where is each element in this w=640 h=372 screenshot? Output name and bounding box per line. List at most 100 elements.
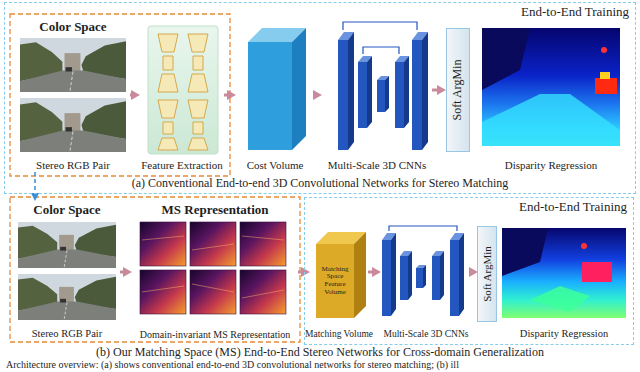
box-text: Matching Space Feature Volume <box>316 266 354 297</box>
cost-volume-cube <box>292 28 306 150</box>
training-region: End-to-End TrainingMatching Space Featur… <box>305 198 633 344</box>
cnn-blocks <box>391 233 396 316</box>
box-text: Color Space <box>39 20 106 35</box>
input-group-frame <box>10 14 230 176</box>
cnn-blocks <box>338 22 428 150</box>
block-label: Disparity Regression <box>505 159 598 172</box>
flow-arrow <box>432 89 440 92</box>
cnn-blocks <box>377 80 385 112</box>
flow-arrow <box>120 271 126 274</box>
stereo-images <box>18 274 116 320</box>
matching-volume-cube <box>316 244 354 318</box>
feature-extractor <box>148 26 218 154</box>
block-label: Multi-Scale 3D CNNs <box>384 329 469 340</box>
box-text: Color Space <box>33 203 100 218</box>
block-label: Disparity Regression <box>520 328 608 340</box>
feature-extractor <box>158 100 178 118</box>
feature-extractor <box>158 34 178 52</box>
feature-extractor <box>193 56 203 70</box>
cnn-blocks <box>422 32 428 150</box>
block-label: Domain-invariant MS Representation <box>140 329 291 341</box>
disparity-map <box>502 228 548 276</box>
matching-volume-cube <box>354 232 366 318</box>
ms-representation-maps <box>240 222 286 266</box>
cnn-blocks <box>382 226 464 316</box>
ms-representation-maps <box>142 236 284 298</box>
matching-volume-cube <box>316 232 366 318</box>
ms-representation-maps <box>140 222 286 314</box>
disparity-map <box>482 28 620 146</box>
block-label: Feature Extraction <box>141 159 223 172</box>
input-group-frame <box>10 197 300 342</box>
cnn-blocks <box>348 32 354 150</box>
color-space-panel: Color SpaceStereo RGB Pair <box>16 18 130 172</box>
feature-extractor <box>193 122 203 134</box>
matching-volume-block: Matching Space Feature VolumeMatching Vo… <box>310 226 368 340</box>
disparity-map <box>482 28 620 146</box>
disparity-map <box>530 286 590 312</box>
ms-representation-maps <box>242 236 284 240</box>
stereo-images <box>18 222 116 268</box>
flow-arrow <box>130 94 134 97</box>
feature-extractor <box>163 122 173 134</box>
region-title: End-to-End Training <box>521 5 629 20</box>
cnn-blocks <box>395 62 404 128</box>
ms-representation-panel: MS RepresentationDomain-invariant MS Rep… <box>132 201 298 340</box>
disparity-map <box>601 47 607 53</box>
block-label: Multi-Scale 3D CNNs <box>328 159 426 172</box>
ms-representation-maps <box>140 222 186 266</box>
disparity-map <box>581 243 587 249</box>
cnn-blocks <box>404 56 409 128</box>
flow-arrow <box>314 94 316 97</box>
ms-representation-maps <box>140 270 186 314</box>
flow-arrow <box>224 94 230 97</box>
stereo-images <box>20 98 126 152</box>
ms-representation-maps <box>190 270 236 314</box>
ms-representation-maps <box>192 244 234 250</box>
flow-arrow <box>298 271 304 274</box>
cnn-block: Multi-Scale 3D CNNs <box>322 18 432 172</box>
cnn-blocks <box>412 40 422 150</box>
cnn-blocks <box>432 256 440 300</box>
ms-representation-maps <box>240 270 286 314</box>
ms-representation-maps <box>192 284 234 292</box>
cnn-blocks <box>367 56 372 128</box>
disparity-block: Disparity Regression <box>478 18 624 172</box>
cnn-blocks <box>389 226 457 231</box>
soft-argmin-box: Soft ArgMin <box>446 28 470 152</box>
cnn-blocks <box>363 47 399 54</box>
disparity-map <box>595 78 617 94</box>
cnn-blocks <box>416 268 423 288</box>
feature-extractor <box>163 56 173 70</box>
disparity-map <box>600 72 610 79</box>
ms-representation-maps <box>142 286 184 292</box>
feature-extractor <box>158 138 178 150</box>
feature-extraction-block: Feature Extraction <box>140 18 224 172</box>
figure-caption: Architecture overview: (a) shows convent… <box>6 359 459 371</box>
box-text: MS Representation <box>161 203 268 218</box>
disparity-map <box>502 228 626 318</box>
cnn-blocks <box>408 251 412 300</box>
cnn-blocks <box>385 76 389 112</box>
ms-representation-maps <box>242 290 284 298</box>
cnn-block: Multi-Scale 3D CNNs <box>381 222 471 340</box>
feature-extractor <box>158 74 178 92</box>
cnn-blocks <box>450 240 459 316</box>
training-region: End-to-End TrainingColor SpaceStereo RGB… <box>5 3 635 193</box>
block-label: Stereo RGB Pair <box>32 328 103 340</box>
feature-extractor <box>188 138 208 150</box>
feature-extractor <box>148 26 218 154</box>
disparity-map <box>502 228 626 318</box>
cnn-blocks <box>358 62 367 128</box>
feature-extractor <box>188 74 208 92</box>
dashed-arrow <box>34 172 36 195</box>
ms-representation-maps <box>142 236 184 240</box>
cnn-blocks <box>440 251 444 300</box>
stereo-images <box>18 38 126 320</box>
flow-arrow <box>471 271 472 274</box>
feature-extractor <box>188 34 208 52</box>
cnn-blocks <box>382 240 391 316</box>
disparity-block: Disparity Regression <box>500 222 628 340</box>
region-title: End-to-End Training <box>519 200 627 215</box>
soft-argmin-box: Soft ArgMin <box>477 226 497 322</box>
